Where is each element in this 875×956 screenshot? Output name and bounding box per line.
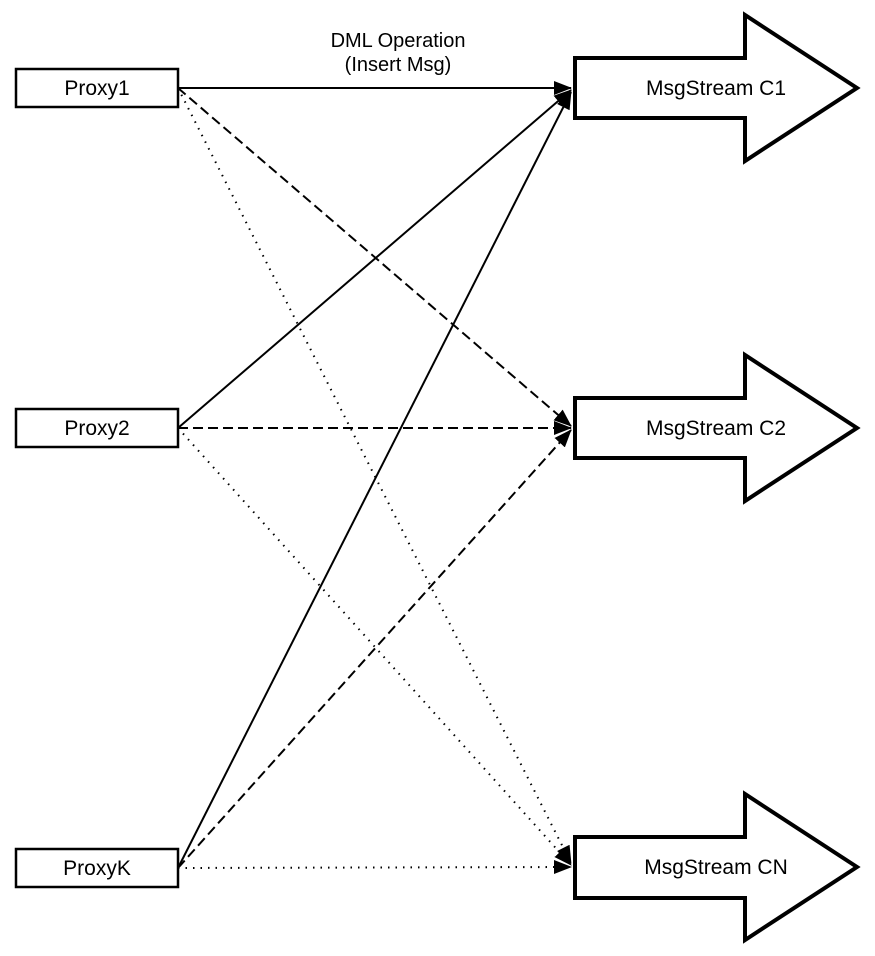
node-proxy1-label: Proxy1 — [64, 77, 129, 100]
node-msgstream-c2-label: MsgStream C2 — [646, 417, 786, 440]
node-msgstream-c2-arrow — [573, 351, 861, 505]
edge-label-dml-operation-line2: (Insert Msg) — [345, 54, 452, 76]
edge-proxyk-to-cn-dotted — [177, 860, 572, 875]
edge-proxyk-to-c2-dashed — [177, 429, 572, 869]
node-msgstream-c1-label: MsgStream C1 — [646, 77, 786, 100]
node-proxy2-box — [14, 407, 180, 449]
node-msgstream-cn-label: MsgStream CN — [644, 856, 788, 879]
node-msgstream-c1-arrow — [573, 11, 861, 165]
node-proxy2-label: Proxy2 — [64, 417, 129, 440]
edge-proxy1-to-c2-dashed — [177, 87, 572, 427]
edge-label-dml-operation-line1: DML Operation — [331, 30, 466, 52]
edge-proxyk-to-c1-solid — [177, 91, 572, 869]
node-proxyk-label: ProxyK — [63, 857, 131, 880]
node-proxyk-box — [14, 847, 180, 889]
edge-proxy2-to-cn-dotted — [177, 427, 572, 866]
node-msgstream-cn-arrow — [573, 790, 861, 944]
edge-proxy1-to-cn-dotted — [177, 87, 572, 864]
node-proxy1-box — [14, 67, 180, 109]
edge-proxy2-to-c1-solid — [177, 89, 572, 429]
